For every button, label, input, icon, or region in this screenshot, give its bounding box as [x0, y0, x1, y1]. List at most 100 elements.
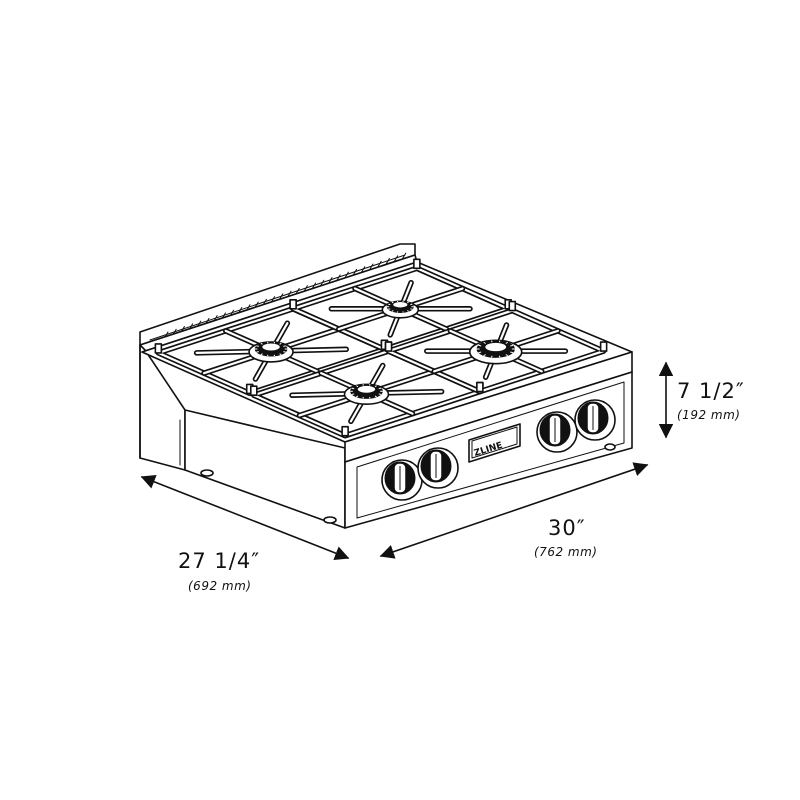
burner-port: [266, 341, 269, 344]
burner-port: [256, 345, 259, 347]
vent-slot: [353, 268, 358, 275]
burner-port: [483, 354, 486, 357]
burner-cap: [356, 384, 377, 394]
vent-slot: [262, 298, 267, 305]
width-metric: (762 mm): [534, 545, 597, 559]
control-knob: [381, 459, 423, 501]
burner-port: [483, 341, 486, 344]
burner-port: [374, 395, 377, 398]
vent-slot: [230, 309, 235, 316]
burner-port: [490, 340, 493, 343]
burner-port: [362, 384, 364, 386]
burner-port: [256, 351, 259, 353]
vent-slot: [377, 260, 382, 267]
burner: [248, 341, 294, 363]
burner-port: [510, 344, 514, 347]
grate-post: [384, 341, 393, 352]
burner-port: [260, 342, 263, 345]
burner-port: [498, 340, 501, 343]
vent-slot: [271, 296, 276, 303]
width-dimension: 30″ (762 mm): [379, 462, 649, 559]
vent-slot: [344, 271, 349, 278]
burner-port: [356, 385, 359, 388]
vent-slot: [385, 258, 390, 265]
vent-slot: [328, 277, 333, 284]
vent-slot: [254, 301, 259, 308]
vent-slot: [279, 293, 284, 300]
burner-port: [407, 310, 409, 312]
vent-slot: [246, 304, 251, 311]
width-label: 30″: [548, 516, 586, 540]
burner-port: [351, 387, 355, 390]
height-metric: (192 mm): [677, 408, 740, 422]
rangetop-illustration: ZLINE: [139, 243, 633, 529]
vent-slot: [164, 331, 169, 338]
depth-metric: (692 mm): [188, 579, 251, 593]
control-knob: [574, 399, 616, 441]
vent-slot: [394, 255, 399, 262]
vent-slot: [172, 328, 177, 335]
burner-port: [369, 384, 371, 386]
burner-port: [378, 393, 382, 395]
burner-cap: [392, 300, 409, 309]
grate-post: [476, 381, 484, 393]
burner-port: [279, 353, 282, 356]
burner-port: [498, 355, 501, 358]
burner-port: [407, 301, 409, 304]
burner-cap: [261, 342, 281, 352]
depth-arrow: [140, 475, 350, 560]
depth-dimension: 27 1/4″ (692 mm): [140, 475, 350, 593]
vent-slot: [197, 320, 202, 327]
burner-port: [391, 301, 394, 304]
burner-port: [351, 393, 355, 395]
control-knob: [536, 411, 578, 453]
burner-port: [378, 387, 382, 390]
burner-port: [391, 310, 394, 312]
burner-port: [283, 351, 286, 353]
vent-slot: [361, 266, 366, 273]
burner: [381, 300, 420, 319]
burner-port: [362, 396, 364, 399]
burner-port: [478, 344, 482, 347]
burner-port: [273, 341, 276, 344]
vent-slot: [402, 252, 407, 259]
grate-post: [599, 341, 608, 352]
vent-slot: [205, 317, 210, 324]
backsplash: [139, 243, 418, 353]
vent-slot: [336, 274, 341, 281]
burner-port: [490, 355, 493, 358]
grate-post: [341, 425, 349, 437]
burner-port: [374, 385, 377, 388]
vent-slot: [295, 287, 300, 294]
burner: [468, 339, 523, 365]
burner-port: [279, 342, 282, 345]
vent-slot: [303, 285, 308, 292]
burner-port: [369, 396, 371, 399]
vent-slot: [320, 279, 325, 286]
grate-post: [508, 300, 517, 312]
burner-port: [505, 354, 508, 357]
burner-port: [260, 353, 263, 356]
grate-post: [249, 385, 258, 397]
depth-label: 27 1/4″: [178, 549, 260, 573]
vent-slot: [180, 326, 185, 333]
grate-post: [413, 258, 421, 270]
height-dimension: 7 1/2″ (192 mm): [658, 361, 745, 439]
vent-slot: [238, 307, 243, 314]
vent-slot: [221, 312, 226, 319]
burner-cap: [484, 341, 508, 353]
control-knob: [417, 447, 459, 489]
burner-port: [505, 341, 508, 344]
vent-slot: [369, 263, 374, 270]
burner-port: [266, 354, 269, 357]
burner-port: [356, 395, 359, 398]
burner-port: [478, 351, 482, 354]
grate-post: [154, 343, 163, 354]
burner-port: [510, 351, 514, 354]
burners: [248, 300, 523, 405]
vent-slot: [189, 323, 194, 330]
burner-port: [283, 345, 286, 347]
height-label: 7 1/2″: [677, 379, 745, 403]
grate-post: [289, 298, 297, 310]
